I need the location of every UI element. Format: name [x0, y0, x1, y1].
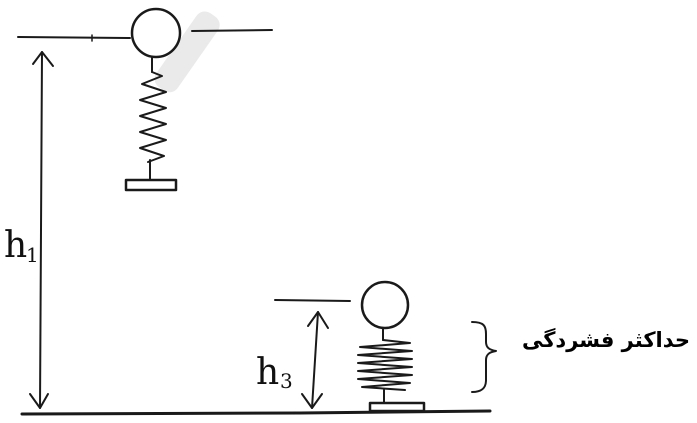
ground-line: [20, 409, 492, 416]
h1-label: h: [4, 225, 27, 266]
bottom-ball: [360, 280, 410, 330]
bottom-spring-coil: [357, 339, 413, 391]
h1-subscript: 1: [26, 243, 39, 267]
top-spring-coil: [139, 71, 167, 163]
watermark: [154, 11, 220, 93]
bottom-spring-base-plate: [368, 401, 426, 413]
compressed-spring-assembly: [357, 280, 426, 413]
compression-brace: [471, 321, 497, 393]
h3-dimension-arrow: [301, 311, 329, 409]
h3-label: h: [256, 352, 279, 393]
h1-dimension-arrow: [29, 51, 54, 409]
top-reference-line: [17, 29, 273, 39]
h3-subscript: 3: [280, 369, 293, 393]
top-ball: [130, 7, 182, 59]
max-compression-label: حداکثر فشردگی: [521, 328, 690, 352]
compressed-reference-line: [274, 299, 351, 302]
top-spring-base-plate: [124, 178, 178, 192]
top-spring-assembly: [124, 7, 182, 192]
